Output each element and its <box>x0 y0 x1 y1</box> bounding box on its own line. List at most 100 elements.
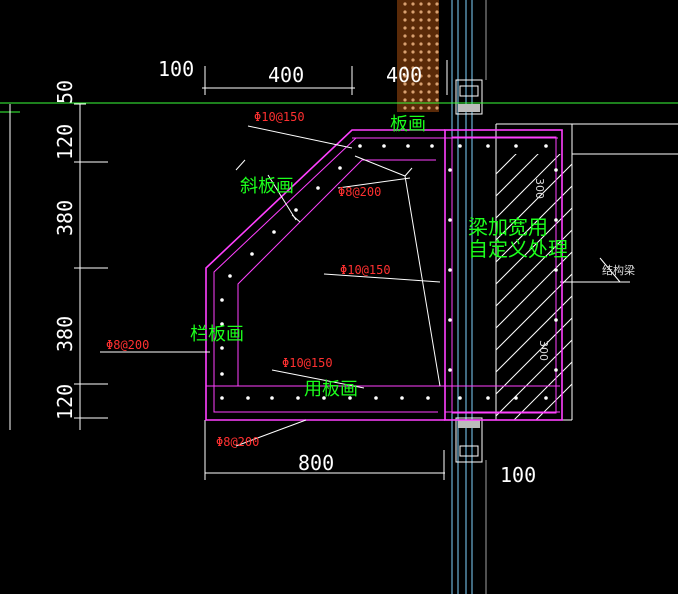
beam-hatch-line <box>496 185 572 263</box>
label-ban-hua: 板画 <box>390 114 426 135</box>
beam-hatch-line <box>496 273 572 351</box>
perforation-dot <box>435 106 439 110</box>
perforation-dot <box>427 34 431 38</box>
rebar-dot <box>554 368 558 372</box>
perforation-dot <box>435 50 439 54</box>
rebar-dot <box>250 252 254 256</box>
structural-beam <box>495 0 678 421</box>
beam-hatch-line <box>496 154 539 197</box>
perforation-dot <box>403 10 407 14</box>
perforation-dot <box>411 34 415 38</box>
leader-lines <box>100 125 441 447</box>
rebar-dot <box>272 230 276 234</box>
rebar-dot <box>220 346 224 350</box>
dim-beam-300b: 300 <box>537 340 550 361</box>
dim-left-380b: 380 <box>53 316 77 352</box>
rebar-dot <box>270 396 274 400</box>
beam-hatch-line <box>496 317 572 395</box>
perforation-dot <box>435 98 439 102</box>
perforation-dot <box>411 74 415 78</box>
perforation-dot <box>419 50 423 54</box>
rebar-dot <box>544 396 548 400</box>
perforation-dot <box>411 66 415 70</box>
perforation-dot <box>427 98 431 102</box>
label-xie-ban-hua: 斜板画 <box>240 176 294 197</box>
rebar-dot <box>426 396 430 400</box>
perforation-dot <box>427 10 431 14</box>
beam-hatch-line <box>496 0 572 20</box>
beam-hatch-line <box>496 295 572 373</box>
rebar-dot <box>400 396 404 400</box>
rebar-dot <box>448 368 452 372</box>
perforation-dot <box>427 90 431 94</box>
beam-hatch-line <box>496 0 572 42</box>
rebar-dot <box>220 298 224 302</box>
beam-hatch-line <box>513 361 572 420</box>
rebar-dot <box>294 208 298 212</box>
beam-hatch-line <box>496 154 517 175</box>
perforation-dot <box>427 106 431 110</box>
perforation-dot <box>419 66 423 70</box>
dim-left-50: 50 <box>53 80 77 104</box>
insulation-strip <box>397 0 439 112</box>
rebar-label-2: Φ8@200 <box>338 185 381 199</box>
rebar-dot <box>448 218 452 222</box>
beam-hatch-line <box>496 229 572 307</box>
beam-hatch-line <box>535 383 572 420</box>
perforation-dot <box>435 74 439 78</box>
rebar-dot <box>338 166 342 170</box>
perforation-dot <box>427 82 431 86</box>
dim-left-120a: 120 <box>53 124 77 160</box>
dim-left-120b: 120 <box>53 384 77 420</box>
perforation-dot <box>427 42 431 46</box>
beam-hatch-line <box>496 163 572 241</box>
dim-bottom-100: 100 <box>500 463 536 487</box>
rebar-dot <box>448 168 452 172</box>
rebar-label-1: Φ10@150 <box>254 110 305 124</box>
perforation-dot <box>419 34 423 38</box>
label-structural-beam: 结构梁 <box>602 263 635 277</box>
perforation-dot <box>403 90 407 94</box>
perforation-dot <box>435 42 439 46</box>
perforation-dot <box>435 82 439 86</box>
beam-hatch-line <box>496 251 572 329</box>
perforation-dot <box>435 34 439 38</box>
rebar-dot <box>322 396 326 400</box>
perforation-dot <box>427 66 431 70</box>
perforation-dot <box>411 50 415 54</box>
beam-hatch-line <box>496 339 572 417</box>
perforation-dot <box>411 90 415 94</box>
rebar-dot <box>382 144 386 148</box>
perforation-dot <box>427 2 431 6</box>
beam-hatch-line <box>496 54 572 130</box>
perforation-dot <box>411 98 415 102</box>
facade-lines <box>451 0 487 594</box>
beam-hatch-line <box>496 10 572 86</box>
dim-bottom-800: 800 <box>298 451 334 475</box>
perforation-dot <box>403 82 407 86</box>
perforation-dot <box>435 2 439 6</box>
rebar-dot <box>374 396 378 400</box>
perforation-dot <box>403 50 407 54</box>
rebar-dot <box>514 396 518 400</box>
perforation-dot <box>427 26 431 30</box>
rebar-dot <box>228 274 232 278</box>
rebar-dot <box>458 396 462 400</box>
perforation-dot <box>427 58 431 62</box>
perforation-dot <box>435 10 439 14</box>
rebar-dot <box>316 186 320 190</box>
rebar-dot <box>220 372 224 376</box>
perforation-dot <box>411 2 415 6</box>
rebar-label-4: Φ8@200 <box>106 338 149 352</box>
perforation-dot <box>403 74 407 78</box>
perforation-dot <box>419 58 423 62</box>
perforation-dot <box>411 10 415 14</box>
label-beam-note-1: 梁加宽用 <box>468 215 548 239</box>
rebar-dot <box>544 144 548 148</box>
beam-hatch-line <box>496 32 572 108</box>
perforation-dot <box>427 74 431 78</box>
perforation-dot <box>403 98 407 102</box>
perforation-dot <box>419 10 423 14</box>
label-yong-ban-hua: 用板画 <box>304 379 358 400</box>
perforation-dot <box>435 58 439 62</box>
